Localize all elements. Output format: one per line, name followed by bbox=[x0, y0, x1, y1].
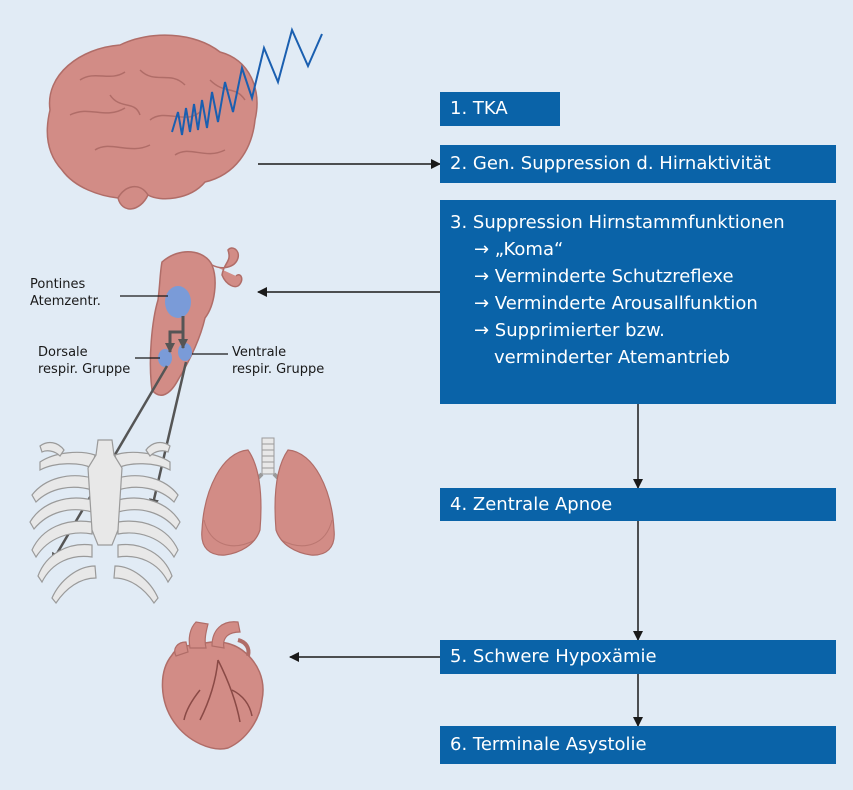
step-3-item-atemantrieb: → Supprimierter bzw. bbox=[474, 320, 665, 341]
ventral-label-line2: respir. Gruppe bbox=[232, 362, 324, 377]
pontine-label-line1: Pontines bbox=[30, 277, 85, 292]
step-5-box: 5. Schwere Hypoxämie bbox=[440, 640, 836, 674]
lungs-illustration bbox=[202, 438, 335, 555]
step-4-box: 4. Zentrale Apnoe bbox=[440, 488, 836, 521]
ventral-label: Ventrale respir. Gruppe bbox=[232, 344, 324, 378]
pontine-label: Pontines Atemzentr. bbox=[30, 276, 101, 310]
ventral-label-line1: Ventrale bbox=[232, 345, 286, 360]
step-6-label: 6. Terminale Asystolie bbox=[450, 734, 647, 755]
step-2-box: 2. Gen. Suppression d. Hirnaktivität bbox=[440, 145, 836, 183]
step-1-label: 1. TKA bbox=[450, 98, 508, 119]
step-3-box: 3. Suppression Hirnstammfunktionen → „Ko… bbox=[440, 200, 836, 404]
step-3-item-atemantrieb-cont: verminderter Atemantrieb bbox=[494, 347, 730, 368]
step-3-item-schutzreflexe: → Verminderte Schutzreflexe bbox=[474, 266, 734, 287]
pontine-label-line2: Atemzentr. bbox=[30, 294, 101, 309]
dorsal-label-line1: Dorsale bbox=[38, 345, 88, 360]
step-3-item-koma: → „Koma“ bbox=[474, 239, 563, 260]
step-2-label: 2. Gen. Suppression d. Hirnaktivität bbox=[450, 153, 771, 174]
dorsal-label-line2: respir. Gruppe bbox=[38, 362, 130, 377]
step-4-label: 4. Zentrale Apnoe bbox=[450, 494, 612, 515]
ribcage-illustration bbox=[30, 440, 180, 603]
heart-illustration bbox=[162, 622, 263, 749]
step-3-item-arousal: → Verminderte Arousallfunktion bbox=[474, 293, 758, 314]
dorsal-label: Dorsale respir. Gruppe bbox=[38, 344, 130, 378]
step-5-label: 5. Schwere Hypoxämie bbox=[450, 646, 657, 667]
brain-illustration bbox=[47, 35, 257, 209]
step-6-box: 6. Terminale Asystolie bbox=[440, 726, 836, 764]
step-1-box: 1. TKA bbox=[440, 92, 560, 126]
step-3-label: 3. Suppression Hirnstammfunktionen bbox=[450, 212, 785, 233]
